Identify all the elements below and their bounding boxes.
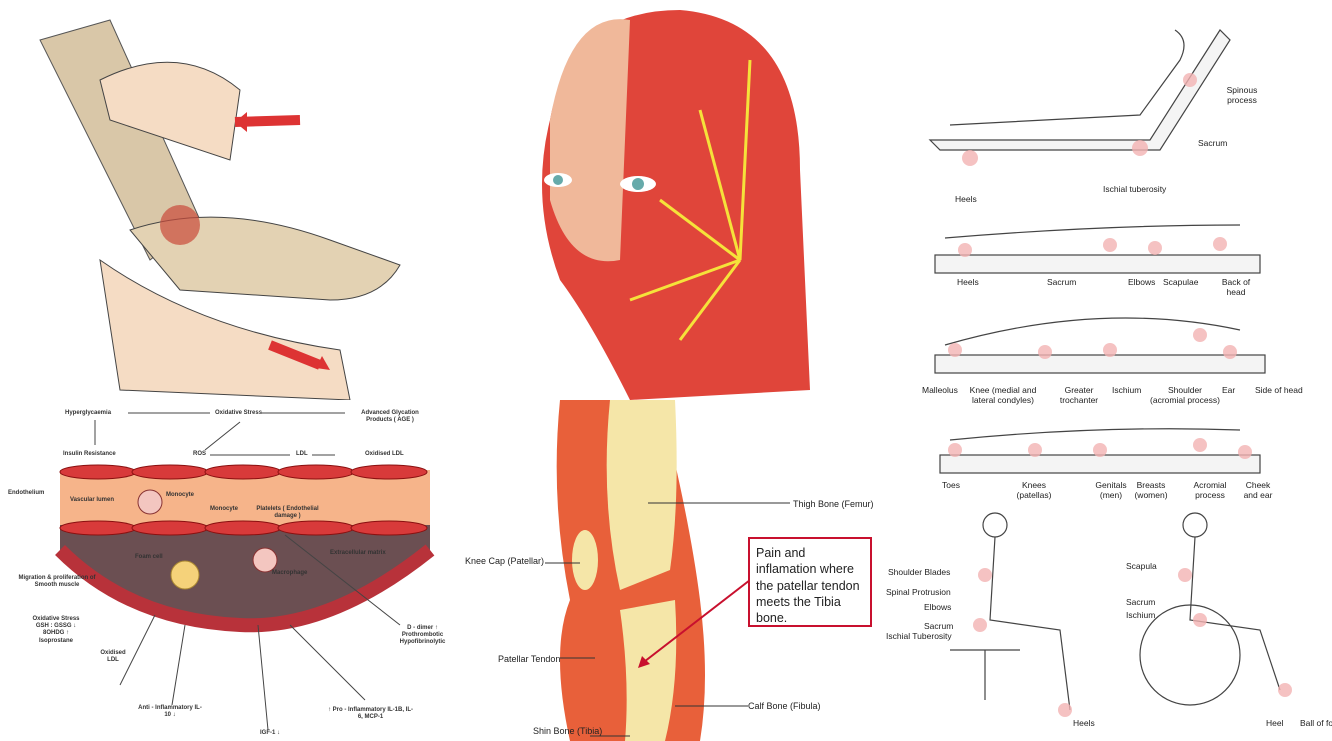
label-malleolus: Malleolus — [922, 385, 958, 395]
label-thigh-bone: Thigh Bone (Femur) — [793, 499, 874, 509]
label-d-dimer: D - dimer ↑ Prothrombotic Hypofibrinolyt… — [399, 625, 446, 646]
flow-age: Advanced Glycation Products ( AGE ) — [361, 410, 419, 424]
flow-ros: ROS — [193, 451, 207, 457]
label-anti-inflammatory: Anti - Inflammatory IL-10 ↓ — [138, 705, 202, 719]
atherosclerosis-diagram: Hyperglycaemia Oxidative Stress Advanced… — [0, 400, 460, 741]
ankle-sprain-illustration — [0, 0, 460, 400]
label-heel-wheelchair: Heel — [1266, 718, 1284, 728]
label-macrophage: Macrophage — [272, 570, 308, 576]
flow-hyperglycaemia: Hyperglycaemia — [65, 410, 112, 416]
label-sacrum-chair: Sacrum — [924, 621, 954, 631]
label-ear: Ear — [1222, 385, 1236, 395]
flow-insulin-resistance: Insulin Resistance — [63, 451, 116, 457]
label-oxidative: Oxidative Stress GSH : GSSG ↓ 8OHDG ↑ Is… — [32, 616, 80, 644]
label-monocyte: Monocyte — [166, 492, 195, 498]
label-heels-supine: Heels — [957, 277, 979, 287]
label-shoulder-blades: Shoulder Blades — [888, 567, 951, 577]
label-elbows-supine: Elbows — [1128, 277, 1156, 287]
label-greater-trochanter: Greater trochanter — [1059, 385, 1099, 405]
label-oxidised-ldl: Oxidised LDL — [100, 650, 126, 664]
label-ball-of-foot: Ball of foot — [1300, 718, 1332, 728]
knee-tendonitis-illustration — [460, 400, 890, 741]
label-shoulder-acromial: Shoulder (acromial process) — [1150, 385, 1220, 405]
label-spinous-process: Spinous process — [1226, 85, 1258, 105]
label-knees-patellas: Knees (patellas) — [1016, 480, 1052, 500]
label-scapulae: Scapulae — [1163, 277, 1199, 287]
label-endothelium: Endothelium — [8, 490, 45, 496]
pain-callout: Pain and inflamation where the patellar … — [748, 537, 872, 627]
label-ischium-lateral: Ischium — [1112, 385, 1142, 395]
label-breasts: Breasts (women) — [1134, 480, 1168, 500]
label-ischium-wheelchair: Ischium — [1126, 610, 1156, 620]
label-genitals: Genitals (men) — [1095, 480, 1127, 500]
label-cheek-and-ear: Cheek and ear — [1243, 480, 1273, 500]
pressure-points-figures — [900, 0, 1332, 741]
label-toes: Toes — [942, 480, 960, 490]
flow-oxidative-stress: Oxidative Stress — [215, 410, 263, 416]
label-elbows-chair: Elbows — [924, 602, 952, 612]
label-vascular-lumen: Vascular lumen — [70, 497, 115, 503]
label-calf-bone: Calf Bone (Fibula) — [748, 701, 821, 711]
label-spinal-protrusion: Spinal Protrusion — [886, 587, 951, 597]
label-foam-cell: Foam cell — [135, 554, 163, 560]
flow-ldl: LDL — [296, 451, 308, 457]
label-ischial-tuberosity: Ischial tuberosity — [1103, 184, 1167, 194]
label-monocyte-2: Monocyte — [210, 506, 239, 512]
label-acromial-process: Acromial process — [1193, 480, 1227, 500]
flow-oxidised-ldl: Oxidised LDL — [365, 451, 404, 457]
label-migration: Migration & proliferation of Smooth musc… — [18, 575, 96, 589]
label-knee-condyles: Knee (medial and lateral condyles) — [969, 385, 1037, 405]
label-sacrum-reclining: Sacrum — [1198, 138, 1228, 148]
label-extracellular-matrix: Extracellular matrix — [330, 550, 386, 556]
label-sacrum-wheelchair: Sacrum — [1126, 597, 1156, 607]
label-heels-reclining: Heels — [955, 194, 977, 204]
label-knee-cap: Knee Cap (Patellar) — [465, 556, 545, 566]
label-platelets: Platelets ( Endothelial damage ) — [256, 506, 319, 520]
label-sacrum-supine: Sacrum — [1047, 277, 1077, 287]
label-shin-bone: Shin Bone (Tibia) — [533, 726, 603, 736]
facial-nerve-illustration — [510, 0, 880, 400]
label-side-of-head: Side of head — [1255, 385, 1303, 395]
label-igf: IGF-1 ↓ — [260, 730, 281, 736]
label-ischial-tuberosity-chair: Ischial Tuberosity — [886, 631, 952, 641]
label-scapula: Scapula — [1126, 561, 1157, 571]
label-pro-inflammatory: ↑ Pro - Inflammatory IL-1B, IL-6, MCP-1 — [328, 707, 414, 721]
label-heels-chair: Heels — [1073, 718, 1095, 728]
label-patellar-tendon: Patellar Tendon — [498, 654, 561, 664]
label-back-of-head: Back of head — [1221, 277, 1251, 297]
